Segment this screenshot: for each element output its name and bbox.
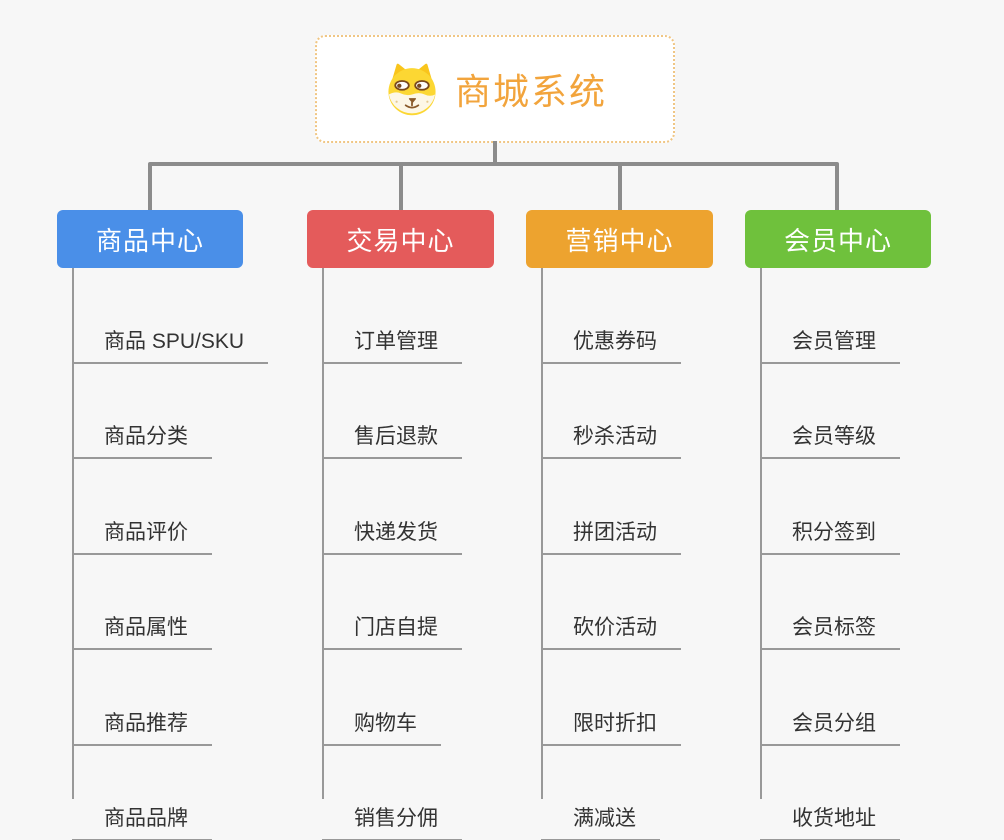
leaf-node[interactable]: 商品品牌 (72, 746, 212, 840)
leaf-label: 商品评价 (104, 520, 188, 544)
leaf-label: 售后退款 (354, 425, 438, 448)
leaf-label: 会员等级 (792, 425, 876, 448)
leaf-label: 限时折扣 (573, 711, 657, 735)
leaf-node[interactable]: 商品评价 (72, 459, 212, 555)
leaf-node[interactable]: 快递发货 (322, 459, 462, 555)
leaf-label: 会员管理 (792, 329, 876, 353)
leaf-label: 积分签到 (792, 520, 876, 544)
leaf-label: 门店自提 (354, 616, 438, 639)
drop-connector-trade (399, 164, 403, 210)
leaf-label: 商品推荐 (104, 711, 188, 735)
trunk-vertical-connector (493, 141, 497, 164)
root-title: 商城系统 (454, 71, 607, 112)
leaf-node[interactable]: 秒杀活动 (541, 364, 681, 459)
root-node[interactable]: 商城系统 (315, 35, 675, 143)
column-vertical-connector (72, 268, 74, 799)
leaf-node[interactable]: 门店自提 (322, 555, 462, 650)
leaf-label: 商品品牌 (104, 807, 188, 830)
branch-label: 营销中心 (565, 225, 674, 256)
leaf-node[interactable]: 商品推荐 (72, 650, 212, 746)
column-vertical-connector (322, 268, 324, 799)
trunk-horizontal-connector (148, 162, 839, 166)
drop-connector-products (148, 164, 152, 210)
leaf-node[interactable]: 会员等级 (760, 364, 900, 459)
branch-label: 会员中心 (783, 225, 892, 256)
branch-node-product-center[interactable]: 商品中心 (57, 210, 243, 268)
leaf-label: 购物车 (354, 711, 417, 735)
leaf-label: 满减送 (573, 807, 636, 830)
branch-node-trade-center[interactable]: 交易中心 (307, 210, 494, 268)
leaf-node[interactable]: 商品 SPU/SKU (72, 268, 269, 364)
leaf-label: 优惠券码 (573, 329, 657, 353)
drop-connector-members (835, 164, 839, 210)
leaf-label: 拼团活动 (573, 520, 657, 544)
branch-items-product-center: 商品 SPU/SKU 商品分类 商品评价 商品属性 商品推荐 商品品牌 (72, 268, 269, 840)
branch-items-marketing-center: 优惠券码 秒杀活动 拼团活动 砍价活动 限时折扣 满减送 (541, 268, 681, 840)
leaf-label: 收货地址 (792, 807, 876, 830)
leaf-node[interactable]: 会员管理 (760, 268, 900, 364)
leaf-node[interactable]: 订单管理 (322, 268, 462, 364)
leaf-node[interactable]: 拼团活动 (541, 459, 681, 555)
dog-face-icon (388, 63, 436, 116)
column-vertical-connector (541, 268, 543, 799)
leaf-label: 会员分组 (792, 711, 876, 735)
leaf-node[interactable]: 购物车 (322, 650, 441, 746)
branch-node-member-center[interactable]: 会员中心 (745, 210, 931, 268)
branch-items-trade-center: 订单管理 售后退款 快递发货 门店自提 购物车 销售分佣 (322, 268, 462, 840)
leaf-node[interactable]: 满减送 (541, 746, 660, 840)
branch-label: 交易中心 (346, 225, 455, 256)
leaf-label: 商品属性 (104, 616, 188, 639)
leaf-label: 会员标签 (792, 616, 876, 639)
branch-label: 商品中心 (95, 225, 204, 256)
leaf-node[interactable]: 会员分组 (760, 650, 900, 746)
leaf-label: 砍价活动 (573, 616, 657, 639)
leaf-node[interactable]: 积分签到 (760, 459, 900, 555)
column-vertical-connector (760, 268, 762, 799)
leaf-node[interactable]: 砍价活动 (541, 555, 681, 650)
leaf-label: 秒杀活动 (573, 425, 657, 448)
leaf-node[interactable]: 商品属性 (72, 555, 212, 650)
leaf-node[interactable]: 商品分类 (72, 364, 212, 459)
drop-connector-marketing (618, 164, 622, 210)
leaf-node[interactable]: 销售分佣 (322, 746, 462, 840)
leaf-node[interactable]: 优惠券码 (541, 268, 681, 364)
leaf-node[interactable]: 售后退款 (322, 364, 462, 459)
leaf-label: 快递发货 (354, 520, 438, 544)
branch-items-member-center: 会员管理 会员等级 积分签到 会员标签 会员分组 收货地址 (760, 268, 900, 840)
leaf-label: 销售分佣 (354, 807, 438, 830)
leaf-label: 商品 SPU/SKU (104, 329, 245, 353)
leaf-label: 订单管理 (354, 329, 438, 353)
branch-node-marketing-center[interactable]: 营销中心 (526, 210, 713, 268)
leaf-node[interactable]: 收货地址 (760, 746, 900, 840)
leaf-label: 商品分类 (104, 425, 188, 448)
leaf-node[interactable]: 会员标签 (760, 555, 900, 650)
leaf-node[interactable]: 限时折扣 (541, 650, 681, 746)
